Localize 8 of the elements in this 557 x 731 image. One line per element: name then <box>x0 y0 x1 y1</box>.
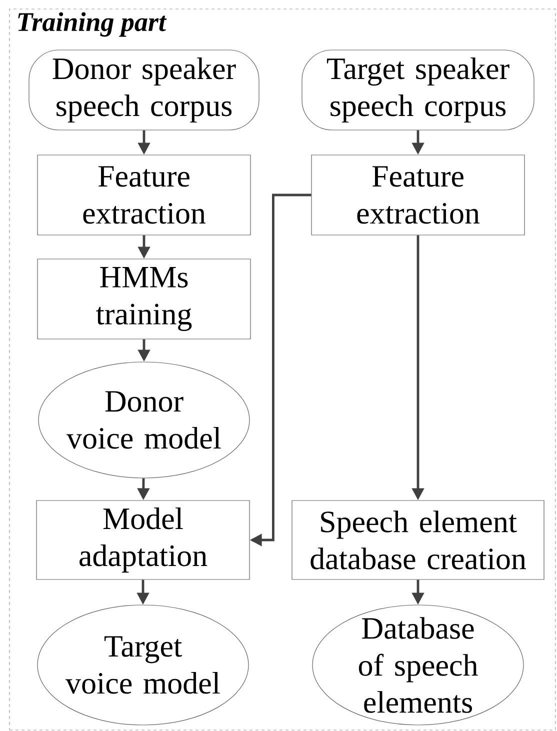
process-box: HMMs training <box>37 258 251 340</box>
process-box: Model adaptation <box>36 500 250 580</box>
process-box: Feature extraction <box>311 154 525 236</box>
process-box: Feature extraction <box>37 154 251 236</box>
terminal-box: Target speaker speech corpus <box>302 50 534 130</box>
process-box: Speech element database creation <box>292 500 544 580</box>
terminal-box: Donor speaker speech corpus <box>28 50 260 130</box>
frame-title: Training part <box>18 12 167 37</box>
